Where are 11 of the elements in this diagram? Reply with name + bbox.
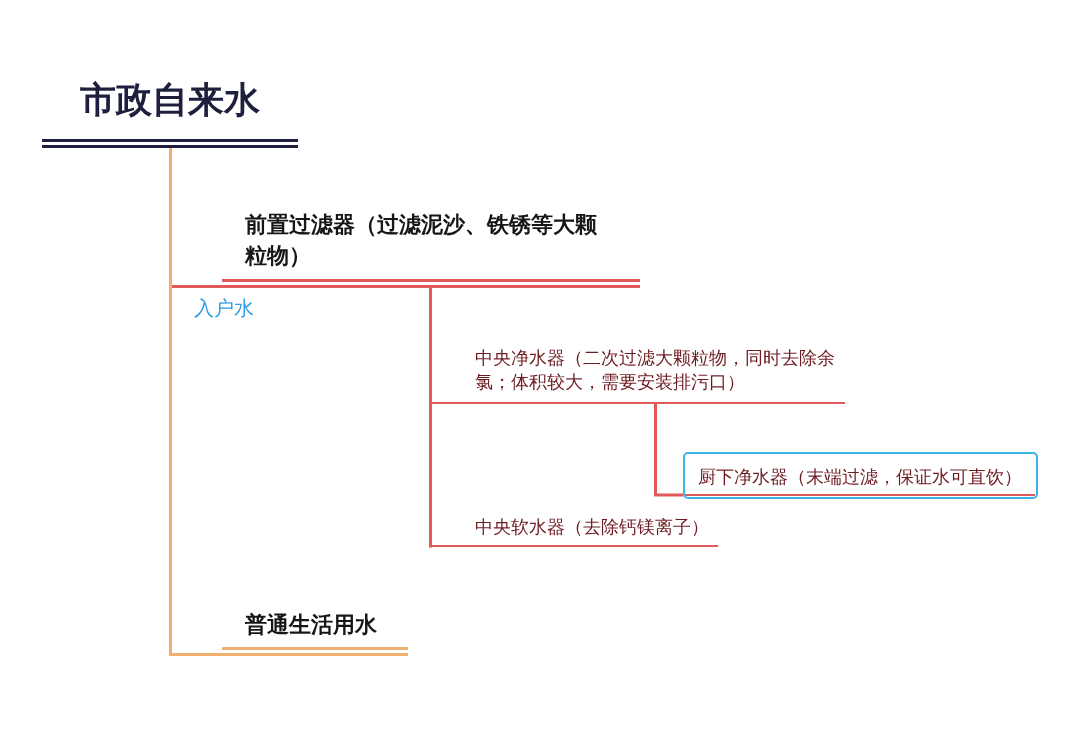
highlighted-topic-box (683, 452, 1038, 499)
edge-label: 入户水 (194, 295, 254, 321)
topic-text: 普通生活用水 (245, 611, 378, 639)
topic-text: 前置过滤器（过滤泥沙、铁锈等大颗粒物） (245, 211, 598, 270)
connector-line (169, 148, 222, 656)
connector-line (654, 404, 683, 497)
topic-text: 厨下净水器（末端过滤，保证水可直饮） (685, 465, 1035, 496)
topic-text: 中央软水器（去除钙镁离子） (475, 515, 710, 539)
connector-line (429, 288, 434, 548)
topic-text: 中央净水器（二次过滤大颗粒物，同时去除余氯；体积较大，需要安装排污口） (475, 346, 836, 394)
topic-text: 市政自来水 (80, 78, 261, 122)
